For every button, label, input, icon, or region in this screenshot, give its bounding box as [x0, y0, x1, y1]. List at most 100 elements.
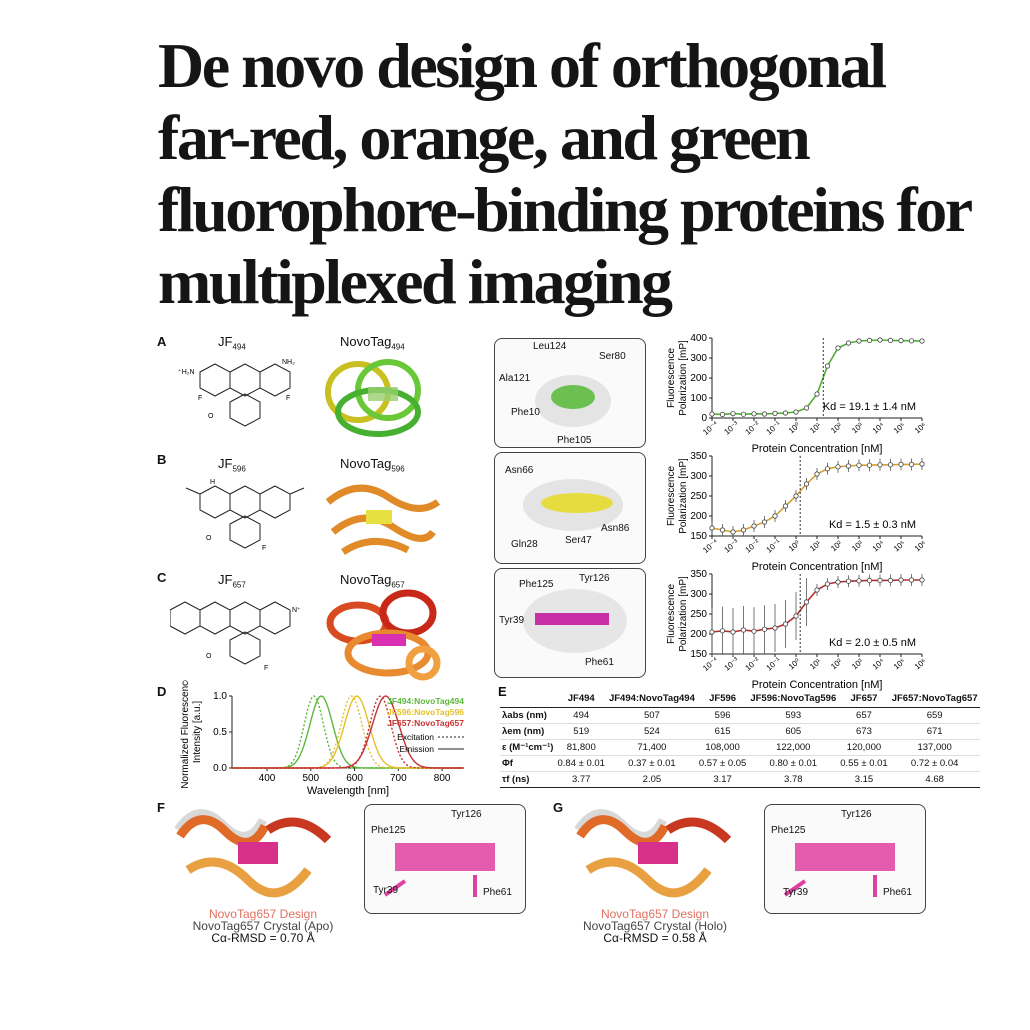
residue-label: Ala121: [499, 373, 531, 384]
title-line-2: far-red, orange, and green: [158, 102, 811, 173]
svg-text:O: O: [208, 413, 214, 420]
panel-label-f: F: [157, 800, 165, 815]
y-tick-label: 0: [701, 413, 707, 424]
table-cell: 671: [889, 723, 980, 740]
residue-label: Ser47: [565, 535, 592, 546]
x-tick-label: 10⁶: [913, 657, 928, 672]
binding-pocket-inset-c: Phe125 Tyr126 Tyr39 Phe61: [494, 568, 646, 678]
x-tick-label: 10⁻²: [743, 537, 761, 554]
x-tick-label: 10³: [850, 539, 865, 554]
residue-label: Tyr126: [841, 809, 872, 820]
table-cell: 3.15: [838, 771, 890, 788]
table-header: [500, 690, 556, 708]
legend-excitation: Excitation: [397, 732, 434, 742]
data-point: [845, 340, 852, 346]
table-cell: 120,000: [838, 739, 890, 756]
residue-inset-g: Tyr126 Phe125 Tyr39 Phe61: [764, 804, 926, 914]
paper-title: De novo design of orthogonal far-red, or…: [158, 30, 998, 318]
data-point: [887, 462, 894, 468]
data-point: [761, 411, 768, 417]
data-point: [866, 462, 873, 468]
structure-overlay-g: [574, 809, 732, 898]
x-tick-label: 500: [302, 773, 319, 784]
panel-label-b: B: [157, 452, 167, 467]
data-point: [803, 481, 810, 487]
data-point: [824, 363, 831, 369]
data-point: [740, 527, 747, 533]
kd-annotation: Kd = 19.1 ± 1.4 nM: [823, 401, 916, 413]
data-point: [919, 338, 925, 344]
x-axis-label: Protein Concentration [nM]: [752, 561, 883, 573]
data-point: [814, 471, 820, 477]
table-cell: Φf: [500, 755, 556, 772]
data-point: [709, 525, 715, 531]
x-tick-label: 10⁵: [892, 657, 907, 672]
jf657-structure: N⁺ F O: [170, 601, 301, 672]
table-cell: 507: [606, 707, 697, 724]
x-tick-label: 600: [346, 773, 363, 784]
residue-label: Phe10: [511, 407, 540, 418]
y-axis-label: Polarization [mP]: [678, 340, 689, 416]
caption-design: NovoTag657 Design: [600, 907, 710, 921]
table-cell: τf (ns): [500, 771, 556, 788]
table-cell: 3.77: [555, 771, 607, 788]
data-point: [803, 405, 810, 411]
table-header-row: JF494 JF494:NovoTag494 JF596 JF596:NovoT…: [500, 690, 980, 708]
table-cell: 0.80 ± 0.01: [748, 755, 839, 772]
svg-text:NH₂: NH₂: [282, 359, 295, 366]
structure-overlay-f: [174, 809, 332, 898]
novotag494-cartoon: [325, 359, 421, 437]
x-tick-label: 10⁻¹: [764, 655, 782, 672]
residue-label: Phe105: [557, 435, 592, 446]
data-point: [898, 461, 904, 467]
residue-label: Tyr126: [451, 809, 482, 820]
y-axis-label: Fluorescence: [666, 348, 677, 408]
data-point: [898, 337, 904, 344]
data-point: [719, 527, 726, 533]
table-cell: 3.17: [696, 771, 749, 788]
data-point: [824, 581, 831, 587]
y-axis-label: Fluorescence: [666, 466, 677, 526]
data-point: [782, 503, 789, 509]
panel-label-a: A: [157, 334, 167, 349]
data-point: [845, 578, 852, 584]
residue-label: Asn86: [601, 523, 630, 534]
table-cell: 0.84 ± 0.01: [555, 755, 607, 772]
residue-label: Phe125: [771, 825, 806, 836]
data-point: [730, 629, 736, 635]
data-point: [845, 463, 852, 469]
x-tick-label: 800: [434, 773, 451, 784]
x-tick-label: 10²: [829, 657, 844, 672]
data-point: [887, 577, 894, 583]
data-point: [740, 627, 747, 633]
data-point: [793, 409, 799, 415]
x-tick-label: 700: [390, 773, 407, 784]
residue-label: Gln28: [511, 539, 538, 550]
x-tick-label: 10⁴: [871, 420, 887, 435]
data-point: [856, 338, 862, 344]
title-line-3: fluorophore-binding proteins for: [158, 174, 973, 245]
x-tick-label: 10⁻³: [722, 655, 740, 672]
data-point: [772, 513, 778, 519]
novotag596-cartoon: [325, 484, 441, 555]
protein-name-a: NovoTag494: [340, 334, 405, 352]
x-tick-label: 10⁻¹: [764, 537, 782, 554]
x-tick-label: 10⁵: [892, 421, 907, 436]
table-cell: 122,000: [748, 739, 839, 756]
data-point: [866, 577, 873, 583]
photophysics-table: JF494 JF494:NovoTag494 JF596 JF596:NovoT…: [500, 690, 980, 788]
x-axis-label: Protein Concentration [nM]: [752, 679, 883, 691]
x-tick-label: 10⁻²: [743, 655, 761, 672]
y-tick-label: 200: [690, 373, 707, 384]
x-tick-label: 10⁰: [787, 421, 802, 436]
residue-label: Tyr39: [499, 615, 525, 626]
protein-name-c: NovoTag657: [340, 572, 405, 590]
spectrum-emission: [232, 695, 464, 769]
x-tick-label: 10⁻³: [722, 537, 740, 554]
